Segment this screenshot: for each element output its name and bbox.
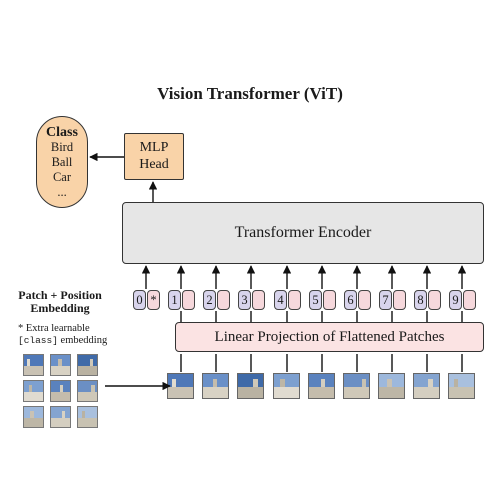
- patch-embedding-3: [252, 290, 265, 310]
- mlp-head-line2: Head: [139, 157, 169, 172]
- image-patch-5: [50, 380, 71, 402]
- patch-embedding-6: [358, 290, 371, 310]
- position-embedding-5: 5: [309, 290, 322, 310]
- class-token-footnote: * Extra learnable [class] embedding: [18, 323, 128, 347]
- image-patch-8: [50, 406, 71, 428]
- embedding-label-line1: Patch + Position: [18, 288, 102, 302]
- image-patch-1: [23, 354, 44, 376]
- flattened-patch-9: [448, 373, 475, 399]
- position-embedding-1: 1: [168, 290, 181, 310]
- flattened-patch-3: [237, 373, 264, 399]
- position-embedding-8: 8: [414, 290, 427, 310]
- class-item-car: Car: [52, 170, 72, 184]
- embedding-label: Patch + Position Embedding: [10, 289, 110, 315]
- diagram-title: Vision Transformer (ViT): [157, 84, 343, 103]
- position-embedding-6: 6: [344, 290, 357, 310]
- patch-embedding-2: [217, 290, 230, 310]
- class-heading: Class: [46, 125, 78, 140]
- image-patch-4: [23, 380, 44, 402]
- flattened-patch-5: [308, 373, 335, 399]
- image-patch-3: [77, 354, 98, 376]
- transformer-encoder-box: Transformer Encoder: [122, 202, 484, 264]
- flattened-patch-6: [343, 373, 370, 399]
- footnote-line2-rest: embedding: [57, 335, 108, 346]
- position-embedding-4: 4: [274, 290, 287, 310]
- footnote-line2: [class] embedding: [18, 335, 128, 347]
- class-output-box: Class Bird Ball Car ...: [36, 116, 88, 208]
- patch-embedding-9: [463, 290, 476, 310]
- flattened-patch-2: [202, 373, 229, 399]
- patch-embedding-7: [393, 290, 406, 310]
- position-embedding-3: 3: [238, 290, 251, 310]
- footnote-code: [class]: [18, 335, 58, 346]
- flattened-patch-8: [413, 373, 440, 399]
- class-item-ellipsis: ...: [57, 185, 67, 199]
- embedding-label-line2: Embedding: [30, 301, 90, 315]
- mlp-head-line1: MLP: [139, 140, 169, 155]
- image-patch-9: [77, 406, 98, 428]
- flattened-patch-4: [273, 373, 300, 399]
- footnote-line1: * Extra learnable: [18, 323, 90, 334]
- position-embedding-7: 7: [379, 290, 392, 310]
- image-patch-6: [77, 380, 98, 402]
- patch-embedding-1: [182, 290, 195, 310]
- patch-embedding-4: [288, 290, 301, 310]
- flattened-patch-7: [378, 373, 405, 399]
- position-embedding-9: 9: [449, 290, 462, 310]
- patch-embedding-8: [428, 290, 441, 310]
- position-embedding-0: 0: [133, 290, 146, 310]
- patch-embedding-5: [323, 290, 336, 310]
- image-patch-7: [23, 406, 44, 428]
- linear-projection-box: Linear Projection of Flattened Patches: [175, 322, 484, 352]
- class-token-embedding: *: [147, 290, 160, 310]
- mlp-head-box: MLP Head: [124, 133, 184, 180]
- class-item-ball: Ball: [51, 155, 73, 169]
- position-embedding-2: 2: [203, 290, 216, 310]
- image-patch-2: [50, 354, 71, 376]
- class-item-bird: Bird: [50, 140, 74, 154]
